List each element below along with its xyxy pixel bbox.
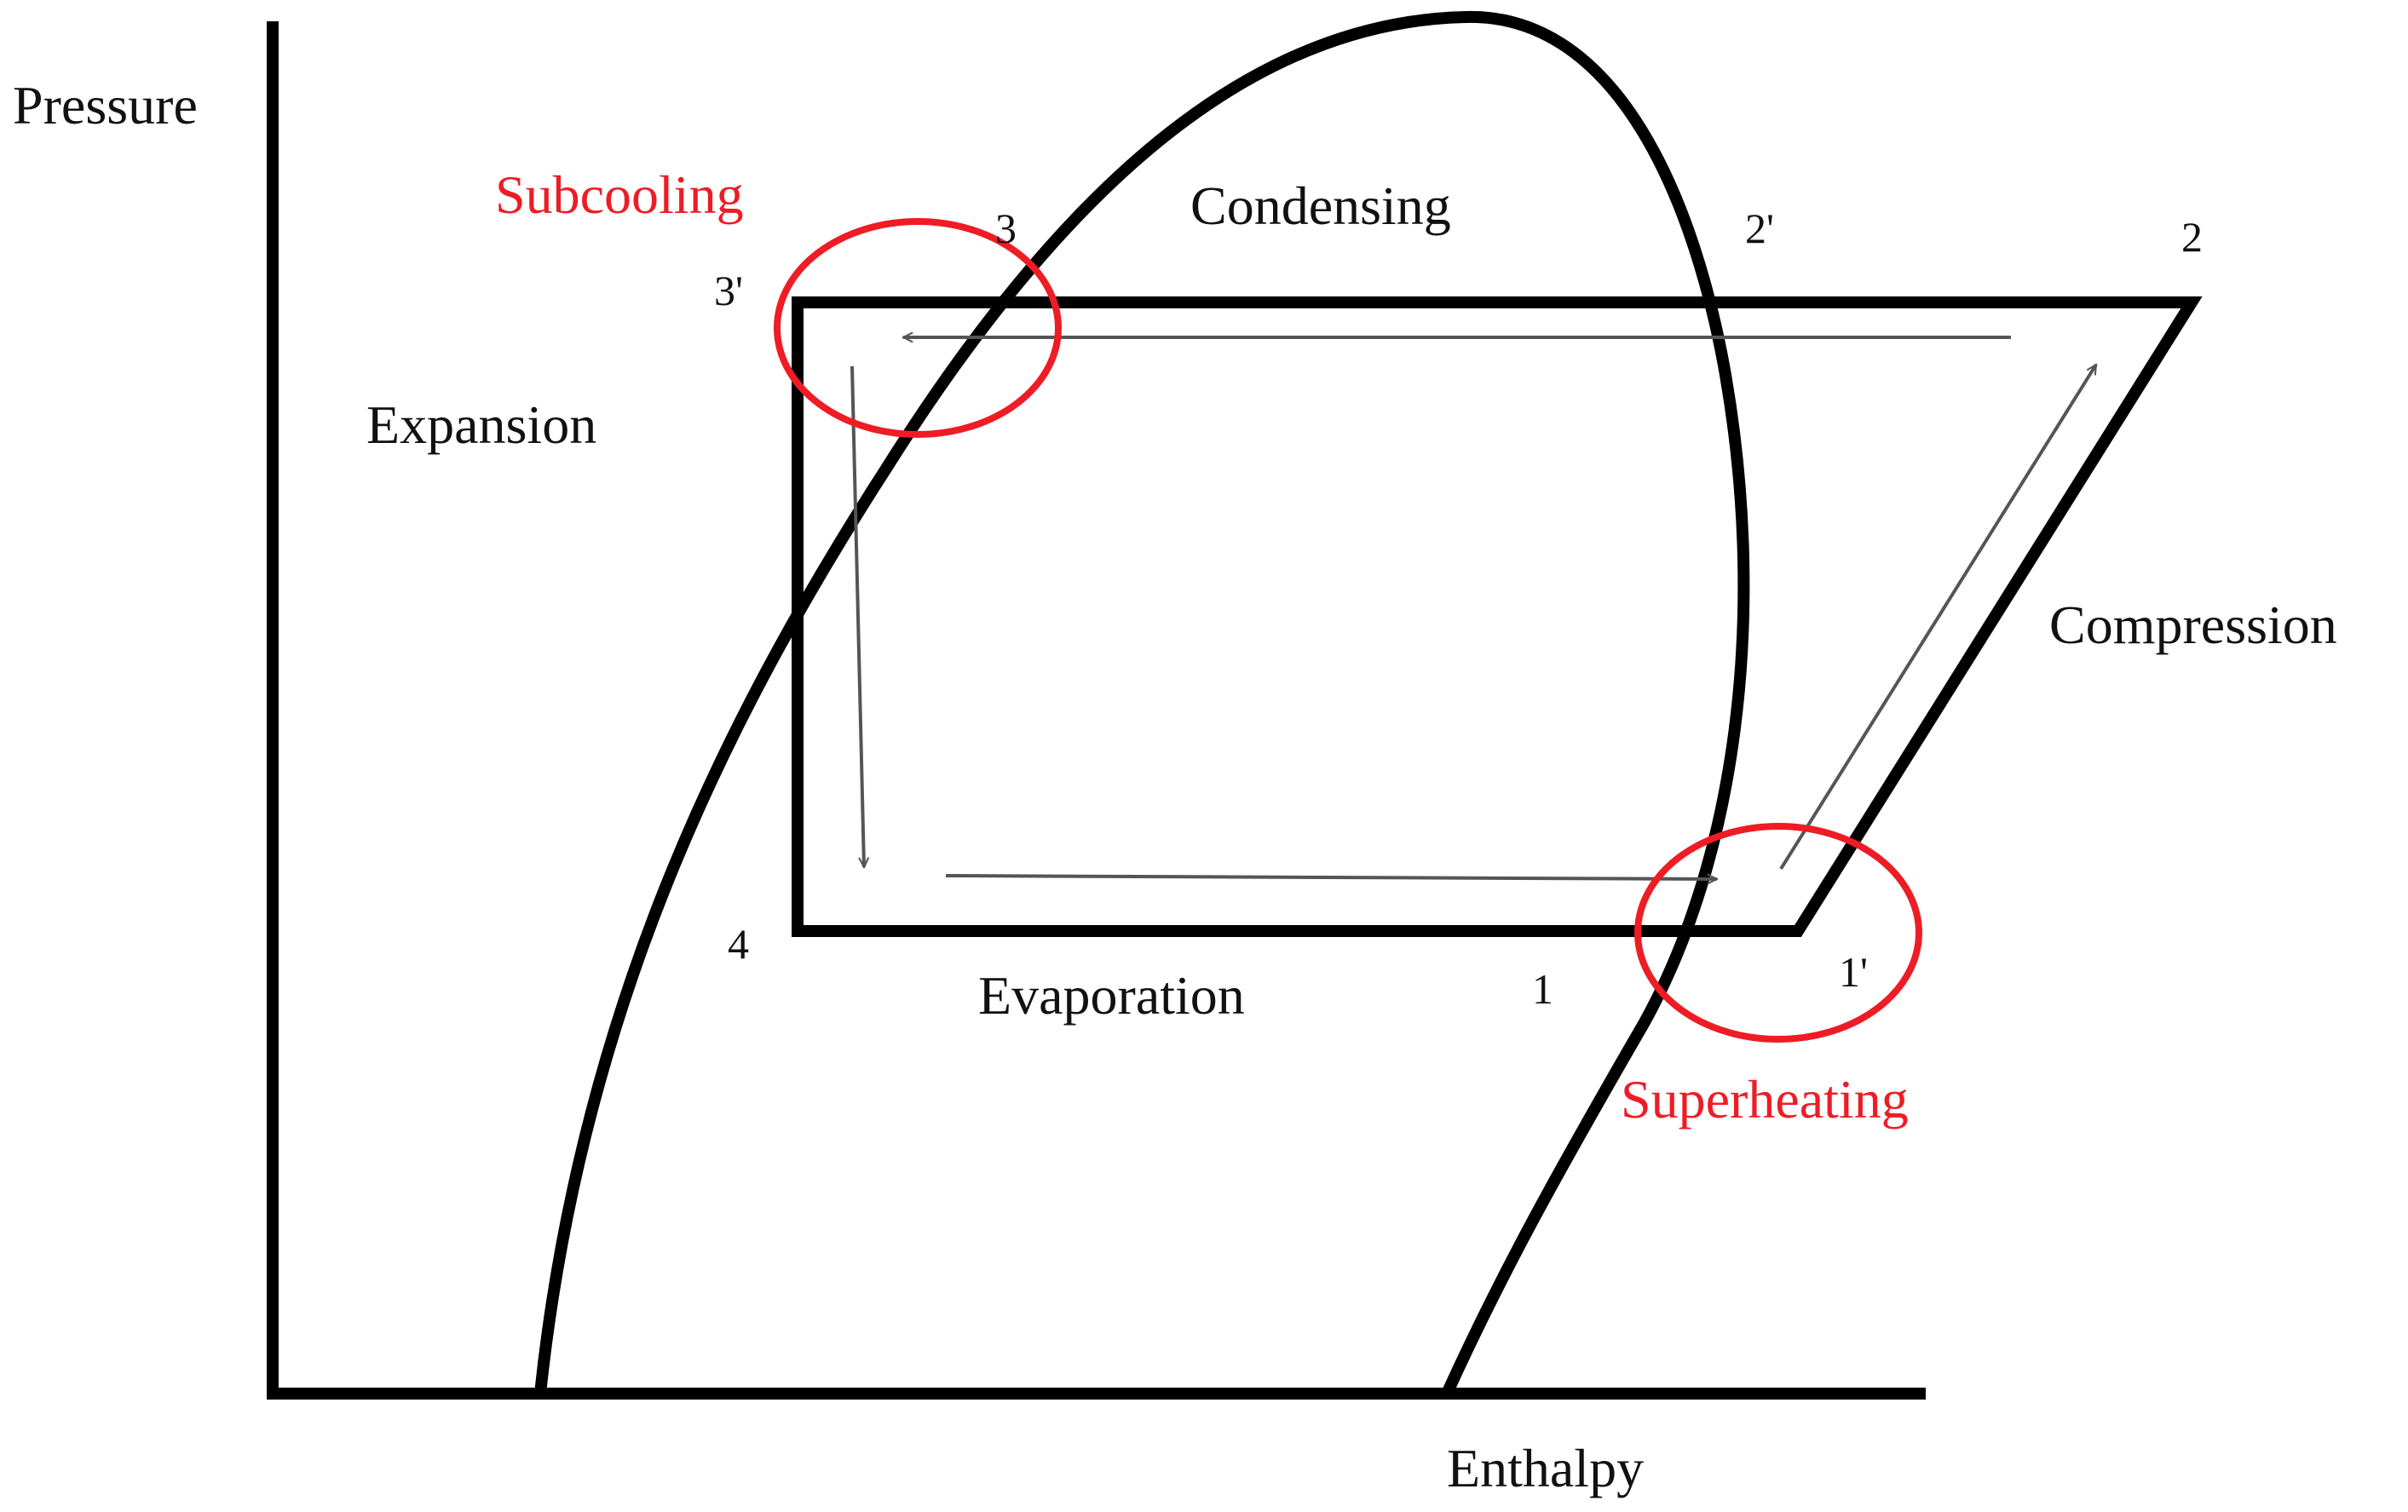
condensing-label: Condensing xyxy=(1190,175,1451,236)
x-axis-label: Enthalpy xyxy=(1447,1438,1644,1498)
evaporation-flow-arrow xyxy=(945,876,1717,879)
evaporation-label: Evaporation xyxy=(978,965,1245,1026)
superheating-label: Superheating xyxy=(1621,1069,1909,1130)
expansion-label: Expansion xyxy=(366,394,596,455)
state-point-1: 1 xyxy=(1532,965,1553,1013)
state-point-2-prime: 2' xyxy=(1745,204,1774,252)
refrigeration-cycle xyxy=(792,296,2203,937)
compression-label: Compression xyxy=(2049,595,2337,655)
state-point-3-prime: 3' xyxy=(714,267,743,314)
subcooling-highlight-circle xyxy=(774,218,1062,438)
subcooling-label: Subcooling xyxy=(495,164,744,225)
state-point-4: 4 xyxy=(728,920,749,968)
state-point-3: 3 xyxy=(995,204,1017,252)
expansion-flow-arrow xyxy=(850,365,864,867)
compression-flow-arrow xyxy=(1779,365,2098,871)
state-point-1-prime: 1' xyxy=(1839,948,1868,996)
superheating-highlight-circle xyxy=(1634,823,1922,1043)
state-point-2: 2 xyxy=(2181,213,2203,261)
y-axis-label: Pressure xyxy=(13,75,198,135)
saturation-dome xyxy=(534,10,1750,1396)
